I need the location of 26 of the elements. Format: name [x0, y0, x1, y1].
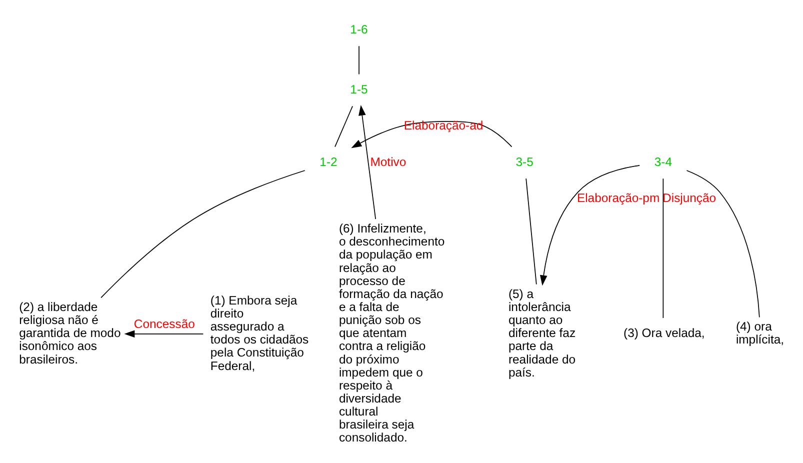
node-text: 3-4: [654, 154, 672, 169]
edge-label: Elaboração-pm: [576, 191, 660, 206]
arrow: [540, 164, 640, 286]
node-text: (4) ora implícita,: [736, 320, 784, 347]
connector: [334, 106, 353, 148]
node-text: (1) Embora seja direito assegurado a todos os cidadãos pela Constituição Federal,: [210, 293, 309, 373]
edge-label: Concessão: [134, 316, 195, 331]
node-text: (5) a intolerância quanto ao diferente faz parte da realidade do país.: [508, 286, 576, 380]
node-text: 1-2: [320, 154, 338, 169]
connector: [358, 46, 360, 75]
node-text: 3-5: [516, 154, 534, 169]
edge-label: Elaboração-ad: [404, 118, 484, 133]
node-text: 1-5: [350, 82, 368, 97]
node-text: 1-6: [350, 22, 368, 36]
arrow: [351, 121, 512, 148]
node-text: (2) a liberdade religiosa não é garantida de modo isonômico aos brasileiros.: [19, 300, 121, 366]
node-text: (6) Infelizmente, o desconhecimento da população em relação ao processo de formação da nação e a falta de punição sob os que atentam contra a religião do próximo impedem que o respeito à diversidade cultural brasileira seja consolidado.: [338, 222, 445, 445]
connector: [100, 170, 306, 298]
node-text: (3) Ora velada,: [624, 326, 705, 340]
edge-label: Motivo: [370, 154, 406, 169]
connector: [686, 170, 760, 318]
arrow: [358, 105, 376, 220]
connector: [526, 178, 537, 285]
edge-label: Disjunção: [662, 191, 716, 206]
arrow: [124, 330, 204, 338]
connector: [662, 178, 664, 318]
